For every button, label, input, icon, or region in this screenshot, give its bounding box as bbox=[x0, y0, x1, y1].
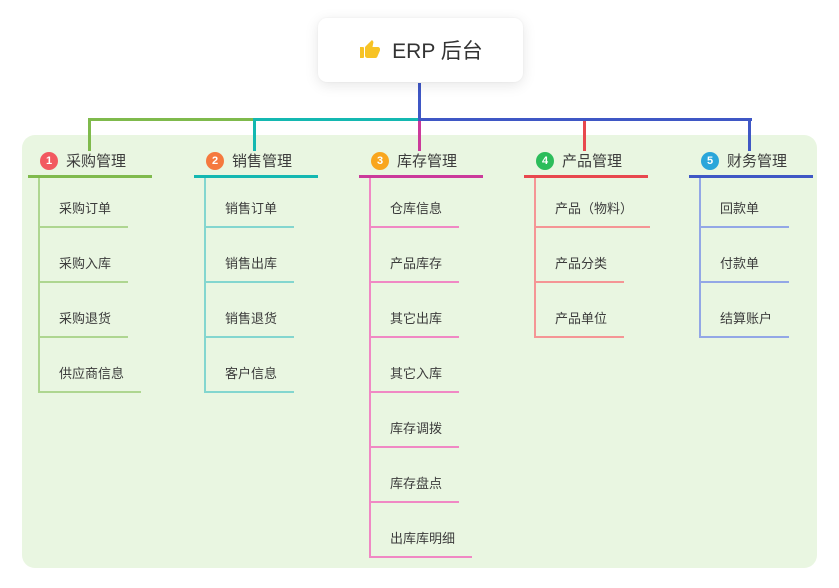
branch-header[interactable]: 3 库存管理 bbox=[359, 146, 483, 178]
branch-children: 采购订单采购入库采购退货供应商信息 bbox=[38, 178, 152, 393]
child-node[interactable]: 采购订单 bbox=[40, 198, 129, 228]
child-node[interactable]: 产品分类 bbox=[536, 253, 625, 283]
child-row: 回款单 bbox=[701, 178, 813, 228]
branch-header[interactable]: 1 采购管理 bbox=[28, 146, 152, 178]
child-row: 供应商信息 bbox=[40, 338, 152, 393]
child-node[interactable]: 付款单 bbox=[701, 253, 789, 283]
connector-root-stem bbox=[418, 83, 421, 121]
child-node[interactable]: 产品库存 bbox=[371, 253, 460, 283]
child-node[interactable]: 采购入库 bbox=[40, 253, 129, 283]
child-node[interactable]: 出库库明细 bbox=[371, 528, 473, 558]
branch-header[interactable]: 4 产品管理 bbox=[524, 146, 648, 178]
connector-drop bbox=[253, 118, 256, 151]
child-node[interactable]: 回款单 bbox=[701, 198, 789, 228]
branch: 4 产品管理 产品（物料） 产品分类产品单位 bbox=[524, 146, 651, 338]
branch-children: 产品（物料） 产品分类产品单位 bbox=[534, 178, 651, 338]
connector-horizontal bbox=[254, 118, 422, 121]
child-row: 库存盘点 bbox=[371, 448, 483, 503]
branch-label: 产品管理 bbox=[562, 153, 623, 170]
connector-horizontal bbox=[419, 118, 752, 121]
branches-background-panel bbox=[22, 135, 817, 568]
root-title: ERP 后台 bbox=[392, 40, 483, 63]
thumbs-up-icon bbox=[358, 38, 382, 62]
branch-children: 回款单付款单结算账户 bbox=[699, 178, 813, 338]
child-row: 仓库信息 bbox=[371, 178, 483, 228]
child-row: 采购退货 bbox=[40, 283, 152, 338]
child-node[interactable]: 客户信息 bbox=[206, 363, 295, 393]
child-row: 产品（物料） bbox=[536, 178, 651, 228]
child-row: 销售退货 bbox=[206, 283, 318, 338]
connector-drop bbox=[583, 118, 586, 151]
branch-children: 仓库信息产品库存其它出库其它入库库存调拨库存盘点出库库明细 bbox=[369, 178, 483, 558]
child-row: 其它出库 bbox=[371, 283, 483, 338]
branch-label: 财务管理 bbox=[727, 153, 788, 170]
child-node[interactable]: 采购退货 bbox=[40, 308, 129, 338]
branch-header[interactable]: 2 销售管理 bbox=[194, 146, 318, 178]
child-node[interactable]: 库存盘点 bbox=[371, 473, 460, 503]
child-row: 出库库明细 bbox=[371, 503, 483, 558]
branch-number-badge: 5 bbox=[701, 151, 719, 170]
child-row: 库存调拨 bbox=[371, 393, 483, 448]
branch: 2 销售管理 销售订单销售出库销售退货客户信息 bbox=[194, 146, 318, 393]
branch-header[interactable]: 5 财务管理 bbox=[689, 146, 813, 178]
branch: 5 财务管理 回款单付款单结算账户 bbox=[689, 146, 813, 338]
branch-label: 库存管理 bbox=[397, 153, 458, 170]
child-node[interactable]: 仓库信息 bbox=[371, 198, 460, 228]
connector-drop bbox=[748, 118, 751, 151]
branch-children: 销售订单销售出库销售退货客户信息 bbox=[204, 178, 318, 393]
child-node[interactable]: 产品单位 bbox=[536, 308, 625, 338]
child-node[interactable]: 销售订单 bbox=[206, 198, 295, 228]
branch-label: 销售管理 bbox=[232, 153, 293, 170]
child-row: 客户信息 bbox=[206, 338, 318, 393]
branch-number-badge: 1 bbox=[40, 151, 58, 170]
branch-number-badge: 4 bbox=[536, 151, 554, 170]
child-row: 产品单位 bbox=[536, 283, 648, 338]
child-node[interactable]: 其它出库 bbox=[371, 308, 460, 338]
child-row: 结算账户 bbox=[701, 283, 813, 338]
connector-drop bbox=[418, 118, 421, 151]
branch-number-badge: 3 bbox=[371, 151, 389, 170]
child-row: 产品分类 bbox=[536, 228, 648, 283]
branch: 1 采购管理 采购订单采购入库采购退货供应商信息 bbox=[28, 146, 152, 393]
root-node[interactable]: ERP 后台 bbox=[318, 18, 523, 82]
child-row: 产品库存 bbox=[371, 228, 483, 283]
branch: 3 库存管理 仓库信息产品库存其它出库其它入库库存调拨库存盘点出库库明细 bbox=[359, 146, 483, 558]
child-node[interactable]: 销售退货 bbox=[206, 308, 295, 338]
child-node[interactable]: 其它入库 bbox=[371, 363, 460, 393]
child-row: 付款单 bbox=[701, 228, 813, 283]
child-row: 销售出库 bbox=[206, 228, 318, 283]
child-row: 采购订单 bbox=[40, 178, 152, 228]
child-node[interactable]: 结算账户 bbox=[701, 308, 790, 338]
child-node[interactable]: 库存调拨 bbox=[371, 418, 460, 448]
child-row: 采购入库 bbox=[40, 228, 152, 283]
connector-drop bbox=[88, 118, 91, 151]
child-node[interactable]: 供应商信息 bbox=[40, 363, 142, 393]
child-node[interactable]: 产品（物料） bbox=[536, 198, 651, 228]
branch-label: 采购管理 bbox=[66, 153, 127, 170]
branch-number-badge: 2 bbox=[206, 151, 224, 170]
child-node[interactable]: 销售出库 bbox=[206, 253, 295, 283]
child-row: 销售订单 bbox=[206, 178, 318, 228]
child-row: 其它入库 bbox=[371, 338, 483, 393]
